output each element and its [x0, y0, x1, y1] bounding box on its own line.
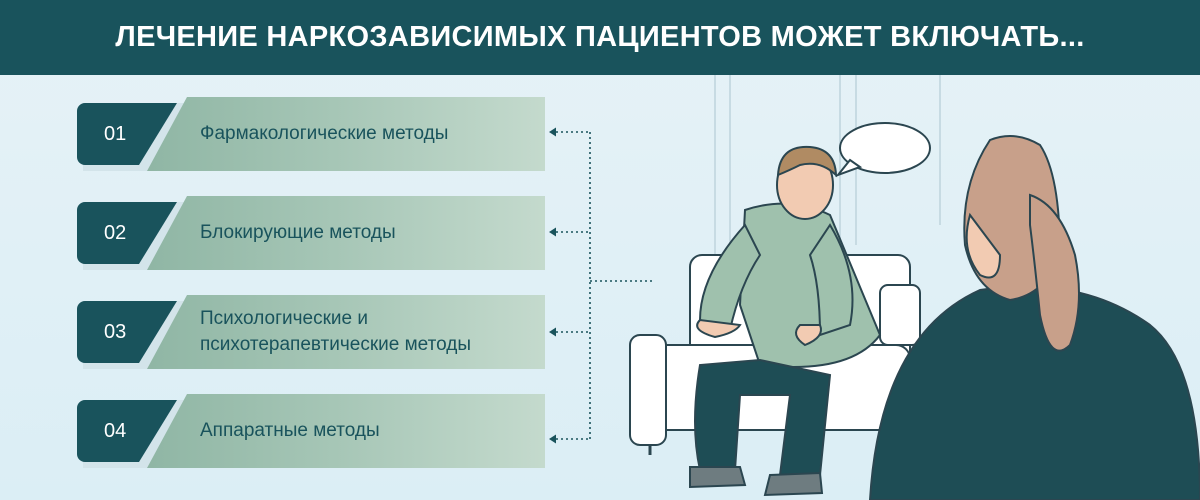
method-item-3: 03 Психологические и психотерапевтически…	[77, 295, 547, 369]
item-bar	[147, 394, 545, 468]
item-label: Фармакологические методы	[200, 123, 449, 144]
method-item-4: 04 Аппаратные методы	[77, 394, 547, 468]
method-item-2: 02 Блокирующие методы	[77, 196, 547, 270]
arrow-left-icon	[549, 327, 588, 337]
speech-bubble-icon	[834, 122, 931, 178]
item-bar	[147, 295, 545, 369]
arrow-left-icon	[549, 127, 588, 137]
arrow-left-icon	[549, 227, 588, 237]
patient-figure	[689, 145, 882, 497]
arrow-left-icon	[549, 434, 588, 444]
therapist-figure	[868, 135, 1200, 500]
item-label: Блокирующие методы	[200, 222, 396, 243]
scene: 01 Фармакологические методы 02 Блокирующ…	[0, 75, 1200, 500]
illustration	[589, 75, 1200, 500]
page-title: ЛЕЧЕНИЕ НАРКОЗАВИСИМЫХ ПАЦИЕНТОВ МОЖЕТ В…	[115, 21, 1085, 53]
item-label: Аппаратные методы	[200, 420, 380, 441]
item-bar	[147, 97, 545, 171]
header-bar: ЛЕЧЕНИЕ НАРКОЗАВИСИМЫХ ПАЦИЕНТОВ МОЖЕТ В…	[0, 0, 1200, 75]
connector-lines	[589, 132, 655, 439]
item-bar	[147, 196, 545, 270]
item-label: Психологические и психотерапевтические м…	[200, 308, 471, 355]
method-item-1: 01 Фармакологические методы	[77, 97, 547, 171]
